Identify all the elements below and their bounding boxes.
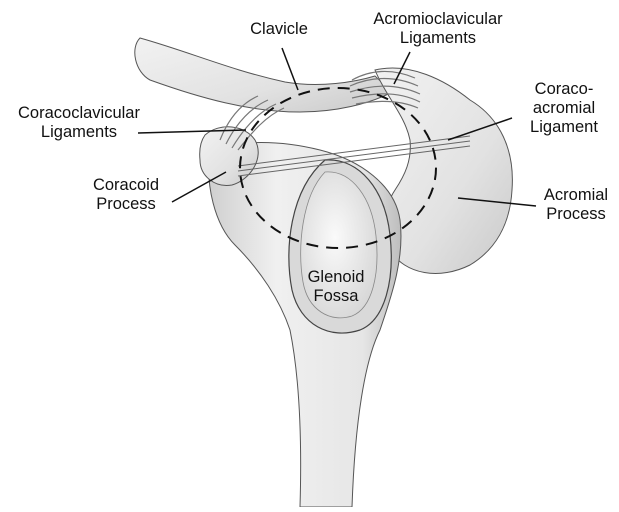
label-clavicle-text: Clavicle <box>226 20 332 39</box>
label-ac-ligaments: Acromioclavicular Ligaments <box>360 10 516 48</box>
label-coracoid-line1: Coracoid <box>76 176 176 195</box>
label-cc-ligaments-line2: Ligaments <box>4 123 154 142</box>
label-cc-ligaments: Coracoclavicular Ligaments <box>4 104 154 142</box>
label-acromial-line1: Acromial <box>536 186 616 205</box>
label-cc-ligaments-line1: Coracoclavicular <box>4 104 154 123</box>
label-ca-ligament: Coraco- acromial Ligament <box>514 80 614 137</box>
label-glenoid-line2: Fossa <box>296 287 376 306</box>
label-ca-ligament-line1: Coraco- <box>514 80 614 99</box>
clavicle-bone <box>135 38 392 112</box>
label-coracoid: Coracoid Process <box>76 176 176 214</box>
label-coracoid-line2: Process <box>76 195 176 214</box>
label-glenoid-line1: Glenoid <box>296 268 376 287</box>
label-acromial-line2: Process <box>536 205 616 224</box>
label-glenoid: Glenoid Fossa <box>296 268 376 306</box>
label-ca-ligament-line3: Ligament <box>514 118 614 137</box>
label-acromial: Acromial Process <box>536 186 616 224</box>
label-ca-ligament-line2: acromial <box>514 99 614 118</box>
label-ac-ligaments-line1: Acromioclavicular <box>360 10 516 29</box>
label-ac-ligaments-line2: Ligaments <box>360 29 516 48</box>
label-clavicle: Clavicle <box>226 20 332 39</box>
